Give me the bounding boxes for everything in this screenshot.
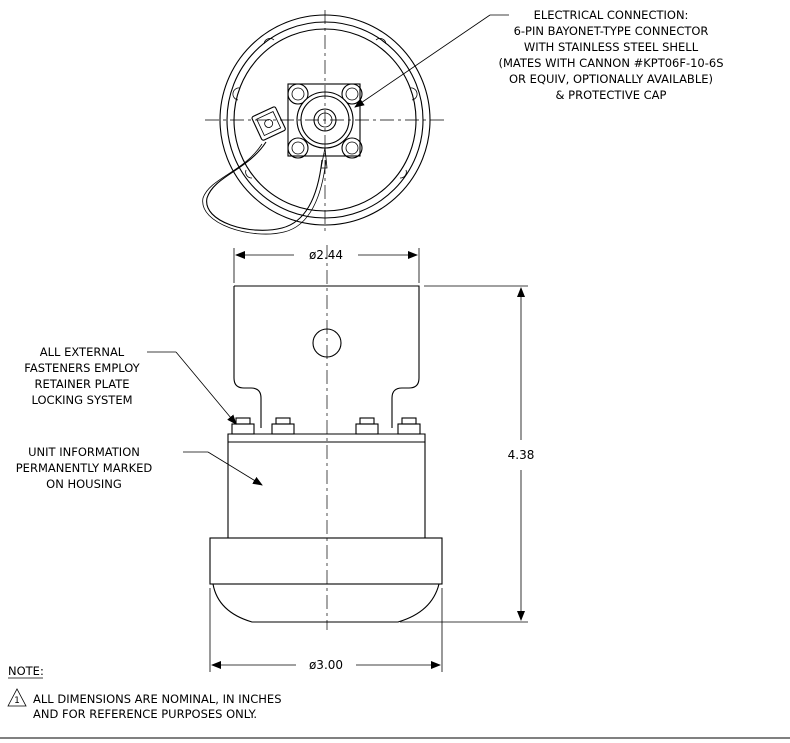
side-view (209, 245, 443, 630)
dimension-lines (209, 248, 528, 672)
svg-text:LOCKING SYSTEM: LOCKING SYSTEM (31, 393, 132, 407)
note-marker: 1 (14, 696, 20, 706)
top-diameter-dimension: ø2.44 (309, 248, 343, 262)
svg-text:OR EQUIV, OPTIONALLY AVAILABLE: OR EQUIV, OPTIONALLY AVAILABLE) (509, 72, 713, 86)
svg-text:6-PIN BAYONET-TYPE CONNECTOR: 6-PIN BAYONET-TYPE CONNECTOR (514, 24, 709, 38)
note-line-1: ALL DIMENSIONS ARE NOMINAL, IN INCHES (33, 692, 282, 706)
svg-text:ELECTRICAL CONNECTION:: ELECTRICAL CONNECTION: (534, 8, 689, 22)
svg-text:PERMANENTLY MARKED: PERMANENTLY MARKED (16, 461, 153, 475)
unit-information-callout: UNIT INFORMATION PERMANENTLY MARKED ON H… (16, 445, 153, 491)
svg-text:WITH STAINLESS STEEL SHELL: WITH STAINLESS STEEL SHELL (524, 40, 699, 54)
bottom-diameter-dimension: ø3.00 (309, 658, 343, 672)
svg-text:RETAINER PLATE: RETAINER PLATE (34, 377, 129, 391)
electrical-connection-callout: ELECTRICAL CONNECTION: 6-PIN BAYONET-TYP… (498, 8, 723, 102)
svg-text:FASTENERS EMPLOY: FASTENERS EMPLOY (24, 361, 140, 375)
svg-text:& PROTECTIVE CAP: & PROTECTIVE CAP (556, 88, 667, 102)
top-view (202, 10, 445, 235)
fasteners-callout: ALL EXTERNAL FASTENERS EMPLOY RETAINER P… (24, 345, 140, 407)
note-heading: NOTE: (8, 664, 44, 678)
leader-lines (147, 14, 509, 486)
svg-text:UNIT INFORMATION: UNIT INFORMATION (28, 445, 140, 459)
svg-text:ON HOUSING: ON HOUSING (46, 477, 122, 491)
note-line-2: AND FOR REFERENCE PURPOSES ONLY. (33, 707, 257, 721)
height-dimension: 4.38 (508, 448, 535, 462)
svg-text:ALL EXTERNAL: ALL EXTERNAL (40, 345, 125, 359)
revision-triangle-icon (7, 688, 27, 707)
note-section: NOTE: 1 ALL DIMENSIONS ARE NOMINAL, IN I… (7, 664, 282, 721)
svg-text:(MATES WITH CANNON #KPT06F-10-: (MATES WITH CANNON #KPT06F-10-6S (498, 56, 723, 70)
